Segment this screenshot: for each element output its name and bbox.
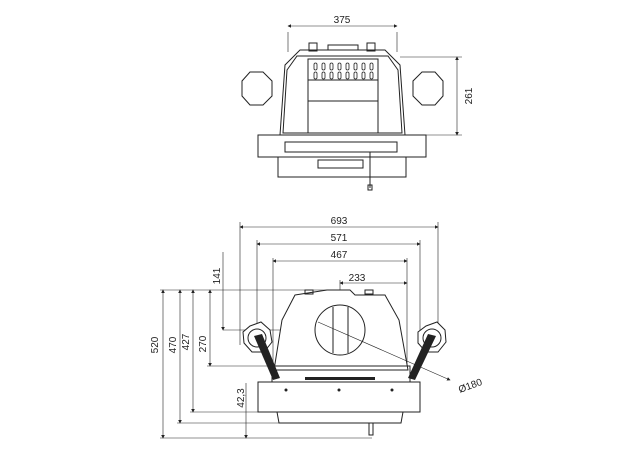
dim-label-375: 375: [334, 15, 351, 26]
dim-label-141: 141: [212, 267, 223, 284]
dim-label-diameter: Ø180: [457, 377, 484, 396]
dim-label-470: 470: [168, 336, 179, 353]
left-octagon: [241, 71, 273, 106]
base-plate: [276, 411, 404, 424]
dim-label-467: 467: [331, 250, 348, 261]
right-octagon: [412, 71, 444, 106]
dim-line-diameter: [317, 321, 451, 381]
dim-label-233: 233: [349, 273, 366, 284]
flue-circle: [314, 304, 366, 356]
dim-label-520: 520: [150, 336, 161, 353]
base-box: [257, 381, 421, 413]
dim-label-427: 427: [181, 333, 192, 350]
dim-label-42-3: 42,3: [236, 388, 247, 408]
front-view: 693 571 467 233 141 520 470 427 270 42,3: [150, 216, 484, 439]
dim-label-261: 261: [464, 87, 475, 104]
dim-label-693: 693: [331, 216, 348, 227]
dim-label-270: 270: [198, 335, 209, 352]
dim-label-571: 571: [331, 233, 348, 244]
firebox-body: [279, 49, 406, 136]
top-view: 375 261: [241, 15, 475, 191]
base-frame: [257, 134, 427, 158]
